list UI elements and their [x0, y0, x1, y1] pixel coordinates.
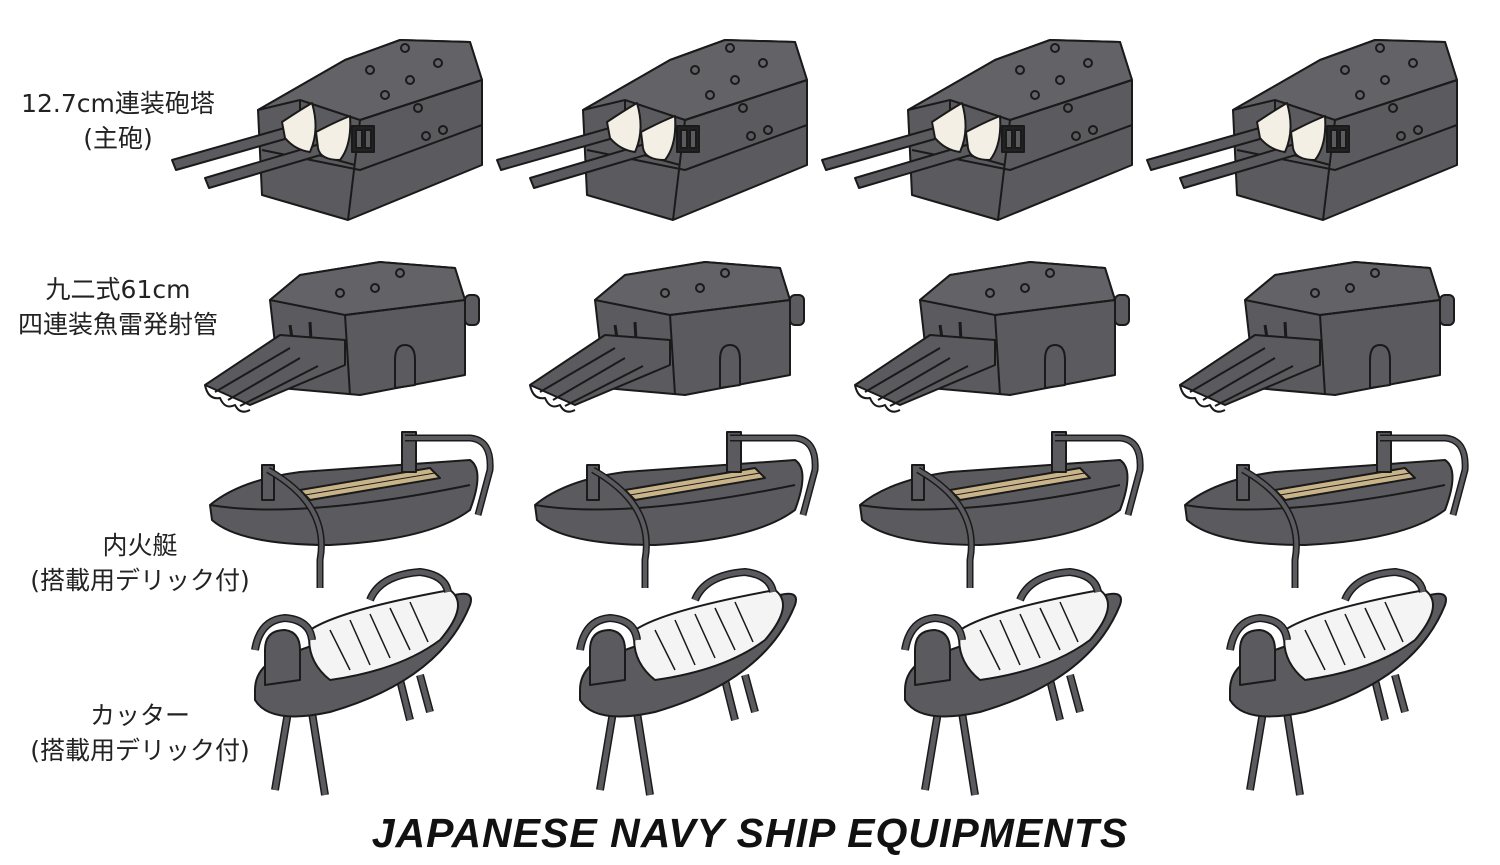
label-line: カッター [89, 701, 191, 730]
twin-gun-turret-icon [171, 39, 483, 221]
label-cutter: カッター (搭載用デリック付) [30, 698, 250, 768]
label-line: 内火艇 [102, 531, 178, 560]
cutter-icon [580, 572, 796, 795]
page-title: JAPANESE NAVY SHIP EQUIPMENTS [371, 810, 1129, 856]
label-line: 九二式61cm [45, 275, 191, 304]
label-motor-launch: 内火艇 (搭載用デリック付) [30, 528, 250, 598]
row-gun-turrets [171, 39, 1458, 221]
label-line: (搭載用デリック付) [30, 566, 250, 595]
cutter-icon [1230, 572, 1446, 795]
torpedo-launcher-icon [528, 260, 806, 414]
twin-gun-turret-icon [496, 39, 808, 221]
label-line: (主砲) [83, 124, 153, 153]
label-torpedo-launcher: 九二式61cm 四連装魚雷発射管 [18, 272, 218, 342]
motor-launch-icon [860, 432, 1140, 588]
twin-gun-turret-icon [1146, 39, 1458, 221]
label-line: (搭載用デリック付) [30, 736, 250, 765]
row-motor-launches [210, 432, 1465, 588]
label-line: 12.7cm連装砲塔 [21, 89, 215, 118]
cutter-icon [255, 572, 471, 795]
torpedo-launcher-icon [203, 260, 481, 414]
torpedo-launcher-icon [853, 260, 1131, 414]
row-cutters [255, 572, 1446, 795]
torpedo-launcher-icon [1178, 260, 1456, 414]
twin-gun-turret-icon [821, 39, 1133, 221]
cutter-icon [905, 572, 1121, 795]
motor-launch-icon [1185, 432, 1465, 588]
row-torpedo-launchers [203, 260, 1456, 414]
motor-launch-icon [535, 432, 815, 588]
label-gun-turret: 12.7cm連装砲塔 (主砲) [21, 86, 215, 156]
label-line: 四連装魚雷発射管 [17, 310, 219, 339]
motor-launch-icon [210, 432, 490, 588]
